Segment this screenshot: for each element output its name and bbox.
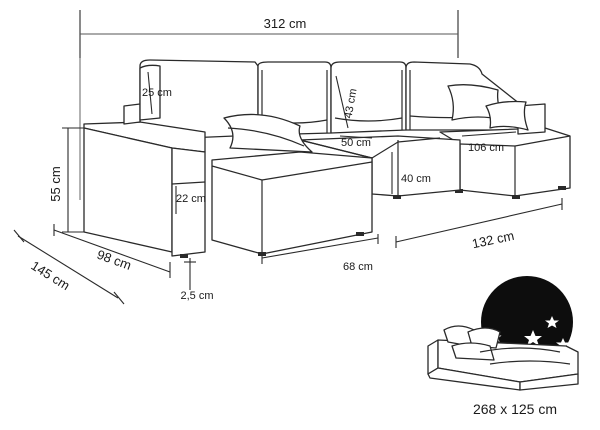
armrest-cushion-dimension: 25 cm <box>142 71 172 115</box>
drawer-height-label: 22 cm <box>176 193 206 205</box>
chaise-width-dimension: 106 cm <box>461 131 517 154</box>
ottoman-width-label: 68 cm <box>343 261 373 273</box>
bed-size-caption: 268 x 125 cm <box>473 401 557 417</box>
armrest-cushion-label: 25 cm <box>142 87 172 99</box>
seat-depth-dimension: 50 cm <box>339 135 373 149</box>
backrest-height-dimension: 43 cm <box>335 75 360 129</box>
sofa-bed-illustration <box>427 325 579 391</box>
total-width-label: 312 cm <box>264 16 307 31</box>
total-depth-label: 145 cm <box>28 258 72 293</box>
seat-height-label: 40 cm <box>401 173 431 185</box>
total-depth-dimension: 145 cm <box>13 229 125 305</box>
ottoman-width-dimension: 68 cm <box>261 234 379 273</box>
sofa-ottoman <box>211 151 373 256</box>
seat-depth-label: 50 cm <box>341 137 371 149</box>
total-width-dimension: 312 cm <box>79 10 459 58</box>
drawer-height-dimension: 22 cm <box>175 186 206 214</box>
seat-height-dimension: 40 cm <box>391 152 431 194</box>
chaise-width-label: 106 cm <box>468 142 504 154</box>
leg-height-dimension: 2,5 cm <box>180 258 214 302</box>
backrest-height-label: 43 cm <box>343 88 360 120</box>
side-depth-label: 98 cm <box>95 247 133 273</box>
leg-height-label: 2,5 cm <box>180 290 213 302</box>
total-height-label: 55 cm <box>48 166 63 201</box>
lounge-length-dimension: 132 cm <box>395 198 563 252</box>
throw-pillows <box>223 84 529 153</box>
sofa-armrest-block <box>83 64 206 258</box>
total-height-dimension: 55 cm <box>48 127 84 233</box>
lounge-length-label: 132 cm <box>471 228 516 252</box>
